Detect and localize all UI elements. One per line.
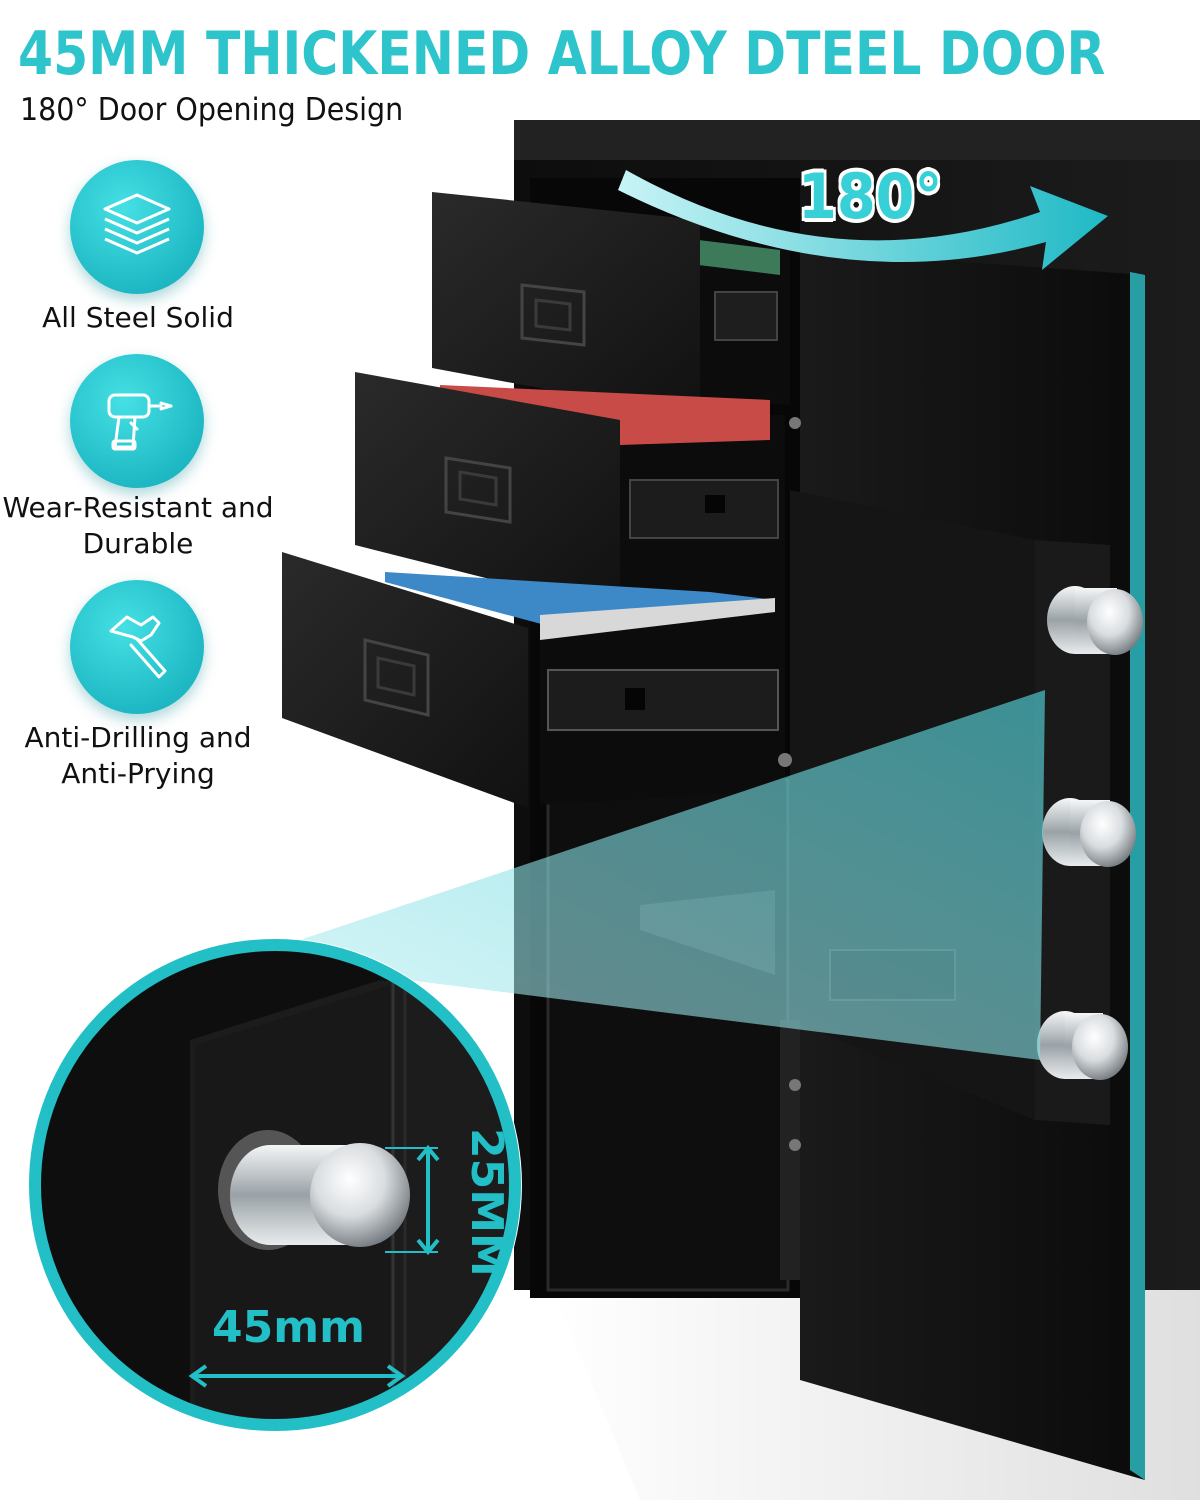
- layers-icon: [70, 160, 204, 294]
- feature-label: All Steel Solid: [42, 301, 234, 334]
- headline: 45MM THICKENED ALLOY DTEEL DOOR: [18, 19, 1106, 89]
- rotation-badge: 180°: [798, 160, 943, 233]
- drill-icon: [70, 354, 204, 488]
- door-bolts: [1037, 586, 1143, 1080]
- subtitle: 180° Door Opening Design: [20, 92, 404, 128]
- hammer-icon: [70, 580, 204, 714]
- door-thickness-label: 45mm: [212, 1302, 365, 1353]
- bolt-diameter-label: 25MM: [461, 1128, 512, 1277]
- feature-label: Anti-Drilling and Anti-Prying: [24, 721, 252, 790]
- feature-label: Wear-Resistant and Durable: [2, 491, 274, 560]
